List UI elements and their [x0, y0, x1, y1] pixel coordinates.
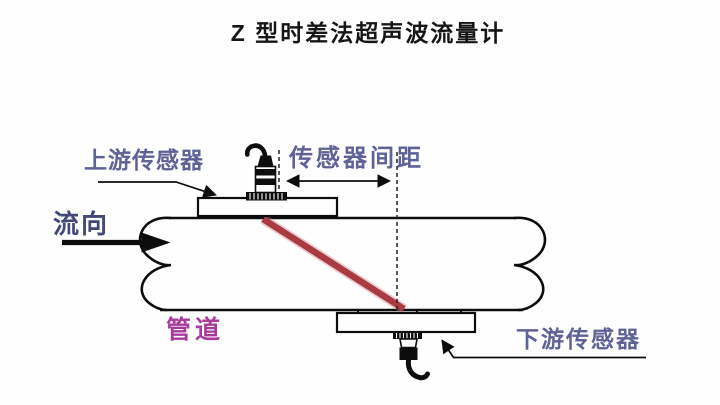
- sensor-spacing-label: 传感器间距: [289, 145, 424, 172]
- pipe-outline: [138, 216, 547, 312]
- upstream-transducer-icon: [244, 143, 287, 201]
- upstream-leader-arrow: [98, 181, 217, 198]
- downstream-clamp: [335, 309, 477, 334]
- flow-direction-arrow-icon: [62, 232, 171, 253]
- downstream-leader-arrow: [441, 339, 646, 359]
- upstream-cable: [244, 143, 268, 159]
- downstream-transducer-icon: [393, 332, 430, 381]
- pipe-left-break: [138, 216, 172, 312]
- downstream-sensor-label: 下游传感器: [516, 326, 641, 352]
- pipe-right-break: [513, 216, 547, 312]
- downstream-cable: [405, 357, 430, 381]
- upstream-sensor-label: 上游传感器: [84, 147, 204, 173]
- ultrasonic-beam-path: [260, 214, 407, 314]
- diagram-title: Z 型时差法超声波流量计: [230, 20, 506, 46]
- flow-direction-label: 流向: [53, 209, 110, 239]
- pipe-label: 管道: [166, 316, 225, 344]
- upstream-clamp: [196, 196, 339, 219]
